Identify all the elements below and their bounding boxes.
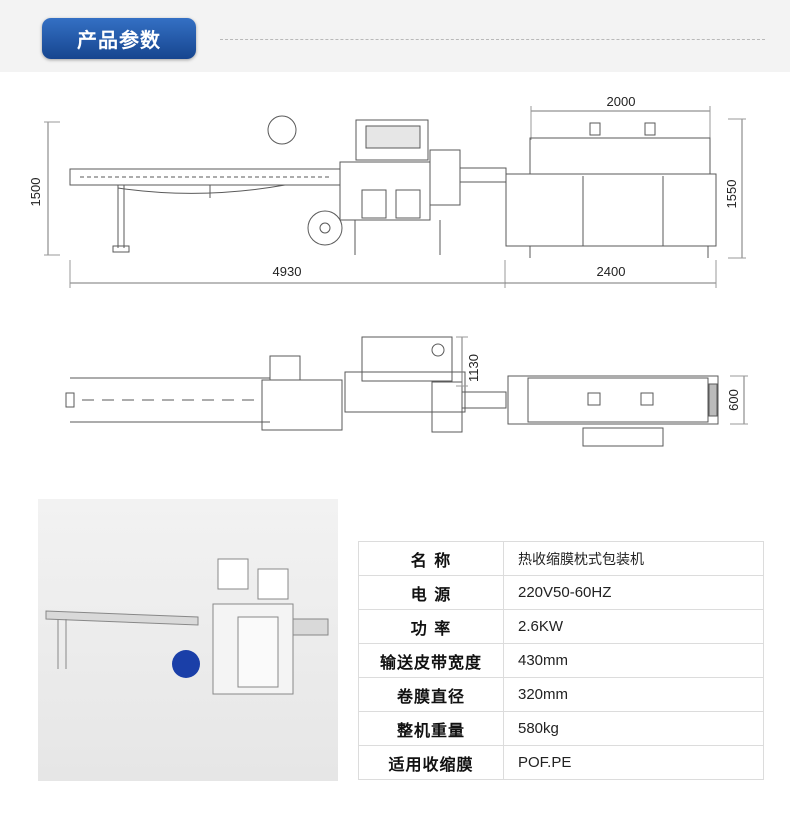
product-photo	[38, 499, 338, 781]
spec-label: 卷膜直径	[358, 677, 504, 712]
dim-height-left: 1500	[28, 178, 43, 207]
section-title-tag: 产品参数	[42, 18, 196, 59]
spec-table: 名 称 热收缩膜枕式包装机 电 源 220V50-60HZ 功 率 2.6KW …	[358, 541, 764, 780]
spec-value: 热收缩膜枕式包装机	[503, 541, 764, 576]
spec-label: 适用收缩膜	[358, 745, 504, 780]
top-view-drawing	[65, 336, 748, 447]
spec-label: 名 称	[358, 541, 504, 576]
header-divider	[220, 39, 765, 40]
table-row: 适用收缩膜 POF.PE	[358, 745, 764, 780]
spec-value: 320mm	[503, 677, 764, 712]
dim-width-left: 1130	[466, 354, 481, 382]
table-row: 电 源 220V50-60HZ	[358, 575, 764, 610]
spec-value: 580kg	[503, 711, 764, 746]
section-title: 产品参数	[77, 28, 161, 52]
table-row: 名 称 热收缩膜枕式包装机	[358, 541, 764, 576]
machine-illustration	[45, 558, 329, 695]
dim-total-length: 4930	[273, 264, 302, 279]
dim-height-right: 1550	[724, 180, 739, 209]
spec-label: 整机重量	[358, 711, 504, 746]
table-row: 功 率 2.6KW	[358, 609, 764, 644]
dim-tunnel-length: 2000	[607, 94, 636, 109]
table-row: 输送皮带宽度 430mm	[358, 643, 764, 678]
spec-value: POF.PE	[503, 745, 764, 780]
spec-label: 电 源	[358, 575, 504, 610]
side-view-drawing	[44, 106, 746, 288]
table-row: 卷膜直径 320mm	[358, 677, 764, 712]
spec-label: 功 率	[358, 609, 504, 644]
spec-label: 输送皮带宽度	[358, 643, 504, 678]
spec-value: 220V50-60HZ	[503, 575, 764, 610]
dim-width-right: 600	[726, 389, 741, 411]
dim-shrink-length: 2400	[597, 264, 626, 279]
spec-value: 430mm	[503, 643, 764, 678]
table-row: 整机重量 580kg	[358, 711, 764, 746]
spec-value: 2.6KW	[503, 609, 764, 644]
technical-drawings: 4930 2400 2000 1500 1550 1130 600	[28, 94, 748, 447]
